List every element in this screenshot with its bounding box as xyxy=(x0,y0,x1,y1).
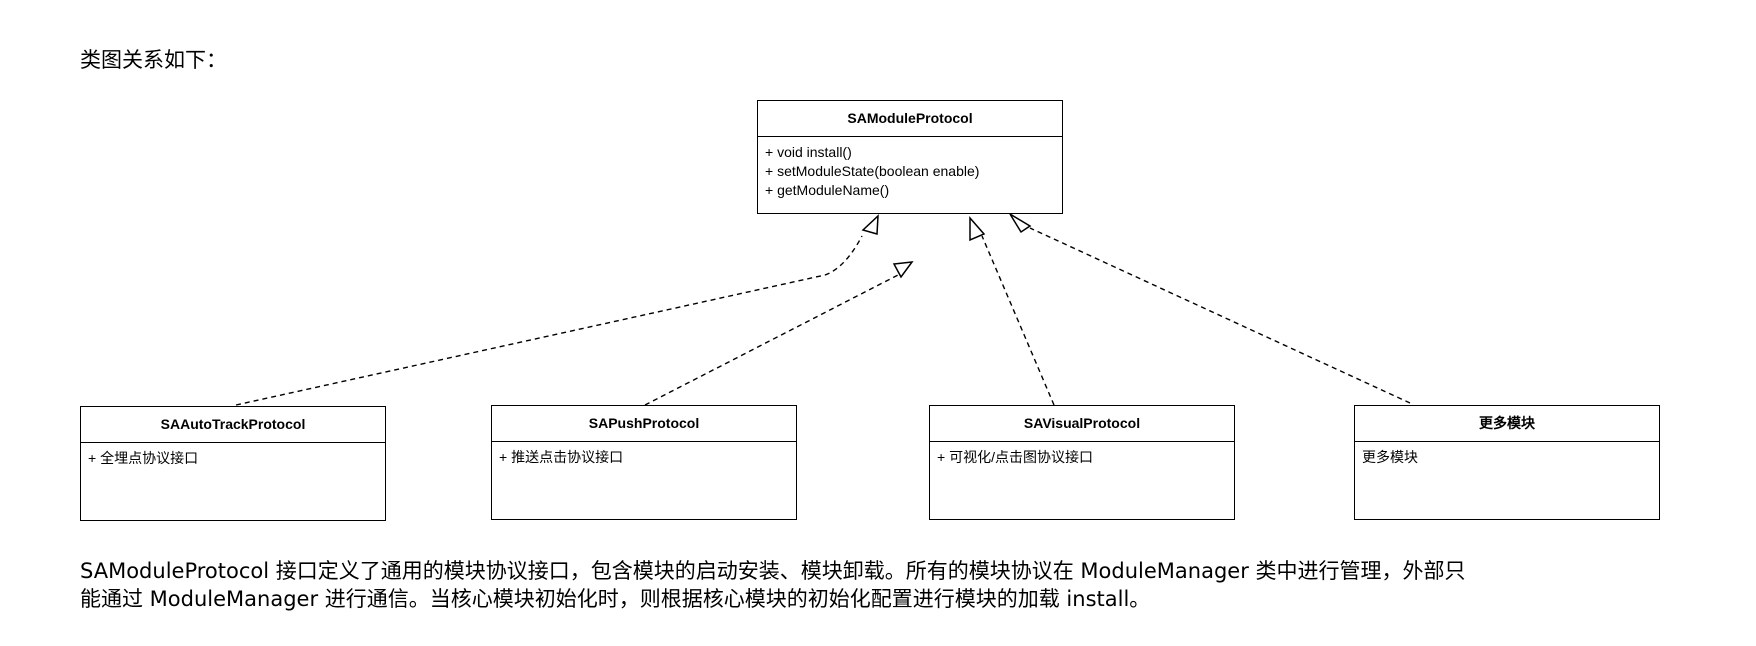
class-name: SAAutoTrackProtocol xyxy=(81,407,385,443)
member-text: + 全埋点协议接口 xyxy=(88,450,199,466)
description-line-2: 能通过 ModuleManager 进行通信。当核心模块初始化时，则根据核心模块… xyxy=(80,587,1151,611)
class-box-saautotrackprotocol: SAAutoTrackProtocol + 全埋点协议接口 xyxy=(80,406,386,521)
class-members: + void install() + setModuleState(boolea… xyxy=(758,137,1062,206)
class-members: + 全埋点协议接口 xyxy=(81,443,385,474)
realization-line-push xyxy=(644,274,899,406)
description-paragraph: SAModuleProtocol 接口定义了通用的模块协议接口，包含模块的启动安… xyxy=(80,557,1640,613)
member-text: + 推送点击协议接口 xyxy=(499,449,624,465)
class-box-samoduleprotocol: SAModuleProtocol + void install() + setM… xyxy=(757,100,1063,214)
realization-line-visual xyxy=(981,235,1055,406)
hollow-triangle-arrowhead-push xyxy=(892,261,914,279)
class-name: SAModuleProtocol xyxy=(758,101,1062,137)
class-name: SAPushProtocol xyxy=(492,406,796,442)
section-heading: 类图关系如下： xyxy=(80,48,227,72)
member-text: 更多模块 xyxy=(1362,449,1418,465)
class-box-more-modules: 更多模块 更多模块 xyxy=(1354,405,1660,520)
member-install: + void install() xyxy=(765,144,852,160)
class-members: + 可视化/点击图协议接口 xyxy=(930,442,1234,473)
hollow-triangle-arrowhead-autotrack xyxy=(861,214,879,235)
class-members: + 推送点击协议接口 xyxy=(492,442,796,473)
hollow-triangle-arrowhead-more xyxy=(1009,213,1032,234)
realization-line-autotrack xyxy=(235,235,863,406)
class-box-sapushprotocol: SAPushProtocol + 推送点击协议接口 xyxy=(491,405,797,520)
class-name: 更多模块 xyxy=(1355,406,1659,442)
realization-line-more xyxy=(1029,227,1411,404)
member-text: + 可视化/点击图协议接口 xyxy=(937,449,1093,465)
member-set-module-state: + setModuleState(boolean enable) xyxy=(765,163,980,179)
class-box-savisualprotocol: SAVisualProtocol + 可视化/点击图协议接口 xyxy=(929,405,1235,520)
member-get-module-name: + getModuleName() xyxy=(765,182,890,198)
description-line-1: SAModuleProtocol 接口定义了通用的模块协议接口，包含模块的启动安… xyxy=(80,559,1466,583)
class-members: 更多模块 xyxy=(1355,442,1659,473)
class-name: SAVisualProtocol xyxy=(930,406,1234,442)
hollow-triangle-arrowhead-visual xyxy=(969,216,986,242)
